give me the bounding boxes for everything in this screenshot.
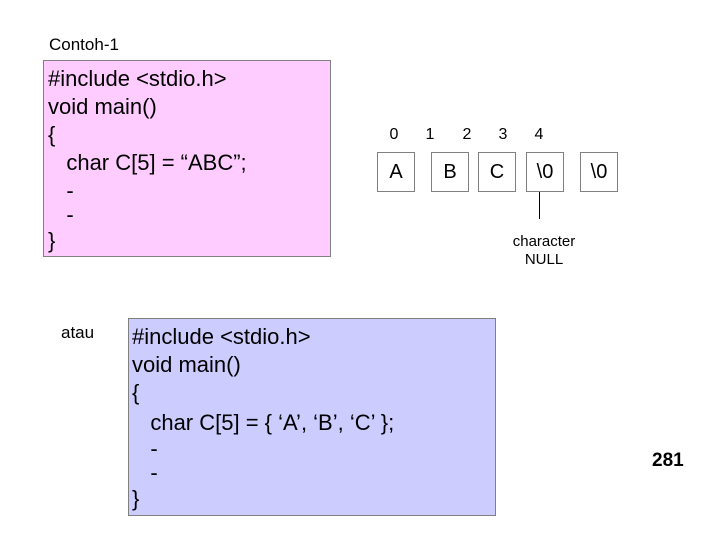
note-line: NULL (524, 251, 564, 268)
array-index: 4 (534, 126, 544, 143)
null-character-note: character NULL (494, 233, 594, 269)
code-line: #include <stdio.h> (132, 324, 311, 349)
page-number: 281 (652, 450, 684, 471)
code-line: { (132, 380, 140, 405)
code-line: } (48, 228, 56, 253)
code-line: #include <stdio.h> (48, 66, 227, 91)
code-example-1: #include <stdio.h> void main() { char C[… (43, 60, 331, 257)
code-line: - (132, 460, 158, 485)
code-line: - (48, 202, 74, 227)
array-cell: B (431, 152, 469, 192)
code-line: void main() (132, 352, 241, 377)
code-line: } (132, 486, 140, 511)
array-cell: A (377, 152, 415, 192)
code-line: - (132, 436, 158, 461)
array-cell: \0 (580, 152, 618, 192)
array-index: 2 (462, 126, 472, 143)
array-index: 3 (498, 126, 508, 143)
array-cell: C (478, 152, 516, 192)
array-index: 1 (425, 126, 435, 143)
array-index: 0 (389, 126, 399, 143)
code-line: { (48, 122, 56, 147)
code-example-2: #include <stdio.h> void main() { char C[… (128, 318, 496, 516)
slide-heading: Contoh-1 (49, 35, 119, 54)
code-line: - (48, 178, 74, 203)
array-cell: \0 (526, 152, 564, 192)
note-line: character (512, 233, 576, 250)
separator-label: atau (61, 323, 95, 342)
code-line: void main() (48, 94, 157, 119)
code-line: char C[5] = “ABC”; (48, 150, 247, 175)
pointer-line (539, 192, 540, 219)
code-line: char C[5] = { ‘A’, ‘B’, ‘C’ }; (132, 410, 395, 435)
